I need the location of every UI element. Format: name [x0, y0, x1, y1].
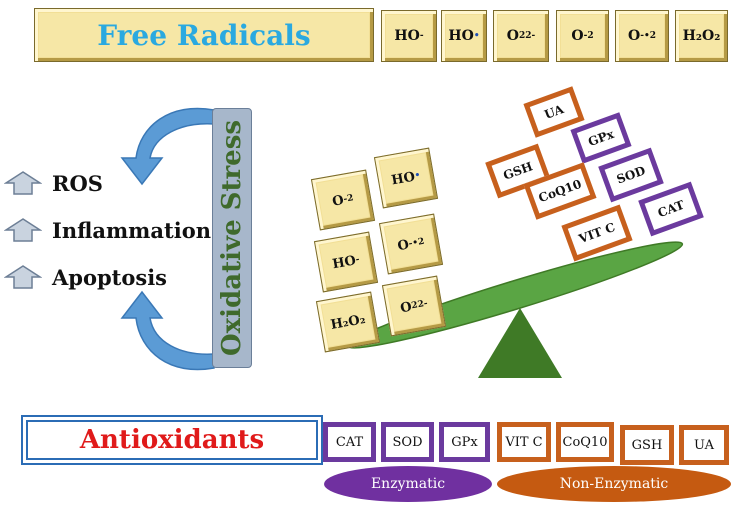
species-sup: -•	[640, 31, 650, 41]
effect-item-ros: ROS	[4, 166, 103, 200]
species-base: HO	[448, 28, 474, 44]
species-sup: •	[473, 31, 480, 41]
species-base: H₂O₂	[682, 28, 721, 44]
enzymatic-group-label: Enzymatic	[324, 466, 492, 502]
effect-label: Inflammation	[52, 217, 211, 243]
tag-label: VIT C	[505, 434, 543, 450]
tile-base: HO	[390, 169, 417, 188]
tile-base: H₂O₂	[329, 311, 367, 333]
tag-label: GPx	[586, 126, 616, 150]
tile-sup: -	[354, 254, 361, 266]
tile-sub: 2	[346, 193, 355, 205]
tag-label: SOD	[614, 163, 648, 187]
balance-fulcrum	[478, 308, 562, 378]
species-sup: 2-	[525, 31, 536, 41]
species-base: O	[506, 28, 519, 44]
tile-base: HO	[331, 252, 358, 272]
antioxidants-title: Antioxidants	[79, 425, 265, 455]
radical-tile: O-2	[310, 169, 376, 231]
enzymatic-label: Enzymatic	[370, 476, 446, 492]
species-base: O	[628, 28, 641, 44]
species-sup: -	[583, 31, 588, 41]
free-radicals-title-text: Free Radicals	[97, 18, 311, 52]
up-arrow-icon	[4, 171, 42, 195]
non-enzymatic-tag: GSH	[620, 425, 674, 465]
free-radical-species: HO•	[441, 10, 487, 62]
non-enzymatic-tag: VIT C	[497, 422, 551, 462]
species-sub: 2	[587, 31, 594, 41]
antioxidant-tag: CAT	[638, 181, 704, 237]
up-arrow-icon	[4, 265, 42, 289]
tag-label: GSH	[631, 437, 663, 453]
enzymatic-tag: CAT	[323, 422, 376, 462]
free-radical-species: HO-	[381, 10, 437, 62]
free-radicals-title: Free Radicals	[34, 8, 374, 62]
tag-label: CoQ10	[536, 176, 584, 206]
free-radical-species: H₂O₂	[675, 10, 728, 62]
non-enzymatic-group-label: Non-Enzymatic	[497, 466, 731, 502]
non-enzymatic-label: Non-Enzymatic	[559, 476, 669, 492]
tile-sub: 2	[417, 236, 426, 248]
tag-label: CoQ10	[562, 434, 608, 450]
antioxidants-title-box: Antioxidants	[26, 420, 318, 460]
tile-sup: •	[413, 170, 422, 182]
tag-label: UA	[694, 437, 714, 453]
species-base: O	[571, 28, 584, 44]
non-enzymatic-tag: CoQ10	[556, 422, 614, 462]
effect-item-apoptosis: Apoptosis	[4, 260, 167, 294]
species-sup: -	[419, 31, 424, 41]
tile-sup: 2-	[416, 298, 429, 311]
tag-label: VIT C	[576, 219, 618, 247]
radical-tile: O-•2	[378, 213, 444, 275]
tag-label: GSH	[501, 159, 535, 183]
effect-label: ROS	[52, 170, 103, 196]
radical-tile: H₂O₂	[315, 291, 381, 353]
up-arrow-icon	[4, 218, 42, 242]
tag-label: GPx	[451, 434, 478, 450]
enzymatic-tag: SOD	[381, 422, 434, 462]
effect-item-inflammation: Inflammation	[4, 213, 211, 247]
tag-label: CAT	[335, 434, 364, 450]
species-sub: 2	[649, 31, 656, 41]
effect-label: Apoptosis	[52, 264, 167, 290]
oxidative-stress-label: Oxidative Stress	[217, 120, 247, 356]
radical-tile: HO-	[313, 231, 379, 293]
free-radical-species: O-2	[556, 10, 609, 62]
non-enzymatic-tag: UA	[679, 425, 729, 465]
species-base: HO	[394, 28, 420, 44]
oxidative-stress-bar: Oxidative Stress	[212, 108, 252, 368]
free-radical-species: O-•2	[615, 10, 669, 62]
cycle-arrows-icon	[120, 107, 215, 371]
radical-tile: HO•	[373, 147, 439, 209]
enzymatic-tag: GPx	[439, 422, 490, 462]
tag-label: UA	[542, 102, 566, 122]
tag-label: CAT	[655, 197, 687, 221]
tag-label: SOD	[392, 434, 423, 450]
species-sub: 2	[518, 31, 526, 41]
